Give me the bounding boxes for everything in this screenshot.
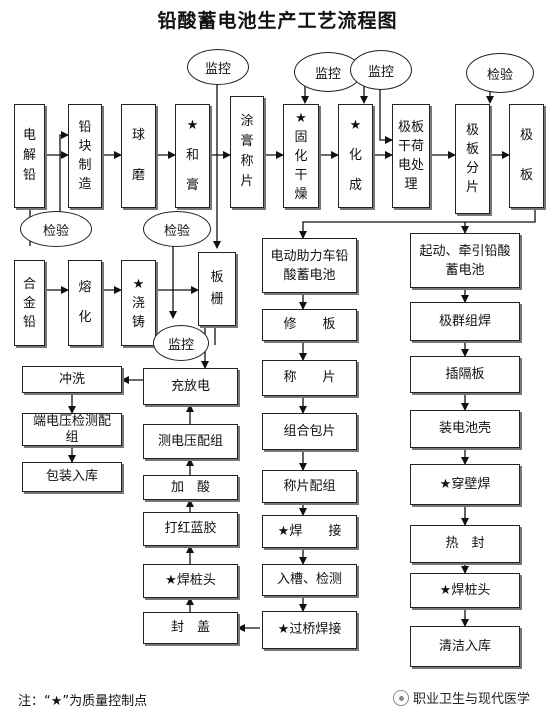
process-charge-discharge: 充放电 [143, 368, 238, 405]
process-plate-weighing: 称 片 [262, 360, 357, 396]
process-plate-splitting: 极板分片 [455, 104, 490, 214]
process-red-blue-glue: 打红蓝胶 [143, 512, 238, 546]
process-grid: 板栅 [198, 252, 236, 326]
process-plate-group-welding: 极群组焊 [410, 302, 520, 341]
process-plate-matching: 称片配组 [262, 470, 357, 503]
monitor-ellipse-paste: 监控 [187, 49, 249, 85]
process-case-assembly: 装电池壳 [410, 410, 520, 448]
process-through-wall-welding: ★穿壁焊 [410, 464, 520, 505]
process-terminal-welding-right: ★焊桩头 [410, 573, 520, 608]
process-clean-storage: 清洁入库 [410, 626, 520, 667]
process-paste-mixing: ★和膏 [175, 104, 210, 208]
process-dry-charge: 极板干荷电处理 [392, 104, 430, 208]
process-curing-drying: ★固化干燥 [283, 104, 319, 208]
process-ball-milling: 球磨 [121, 104, 156, 208]
legend-note: 注：“★”为质量控制点 [18, 694, 148, 709]
process-pasting-weighing: 涂膏称片 [230, 96, 264, 208]
process-plate: 极板 [509, 104, 544, 208]
brand-text: 职业卫生与现代医学 [413, 692, 531, 707]
process-terminal-welding-left: ★焊桩头 [143, 564, 238, 598]
product-starter-battery: 起动、牵引铅酸蓄电池 [410, 233, 520, 288]
process-heat-sealing: 热 封 [410, 525, 520, 563]
process-formation: ★化成 [338, 104, 373, 208]
monitor-ellipse-formation: 监控 [350, 50, 412, 90]
process-slotting-testing: 入槽、检测 [262, 564, 357, 596]
page-title: 铅酸蓄电池生产工艺流程图 [157, 10, 398, 32]
inspection-ellipse-plate: 检验 [466, 53, 534, 93]
inspection-ellipse-casting: 检验 [143, 211, 211, 247]
process-acid-filling: 加 酸 [143, 475, 238, 500]
process-electrolytic-lead: 电解铅 [14, 104, 45, 208]
watermark-brand: 职业卫生与现代医学 [393, 688, 530, 707]
monitor-ellipse-grid: 监控 [153, 325, 209, 361]
process-welding: ★焊 接 [262, 515, 357, 548]
inspection-ellipse-lead: 检验 [20, 211, 92, 247]
process-melting: 熔化 [68, 260, 102, 346]
process-lead-block-making: 铅块制造 [68, 104, 102, 208]
product-ebike-battery: 电动助力车铅酸蓄电池 [262, 238, 357, 293]
process-combined-wrapping: 组合包片 [262, 413, 357, 450]
process-bridge-welding: ★过桥焊接 [262, 611, 357, 649]
process-casting: ★浇铸 [121, 260, 156, 346]
process-plate-trimming: 修 板 [262, 309, 357, 341]
process-rinse: 冲洗 [22, 366, 122, 393]
process-terminal-voltage-test: 端电压检测配组 [22, 413, 122, 446]
wechat-icon [393, 689, 409, 706]
process-voltage-matching: 测电压配组 [143, 424, 238, 459]
process-sealing-cover: 封 盖 [143, 612, 238, 644]
process-separator-insert: 插隔板 [410, 356, 520, 393]
process-alloy-lead: 合金铅 [14, 260, 45, 346]
process-packing: 包装入库 [22, 462, 122, 492]
